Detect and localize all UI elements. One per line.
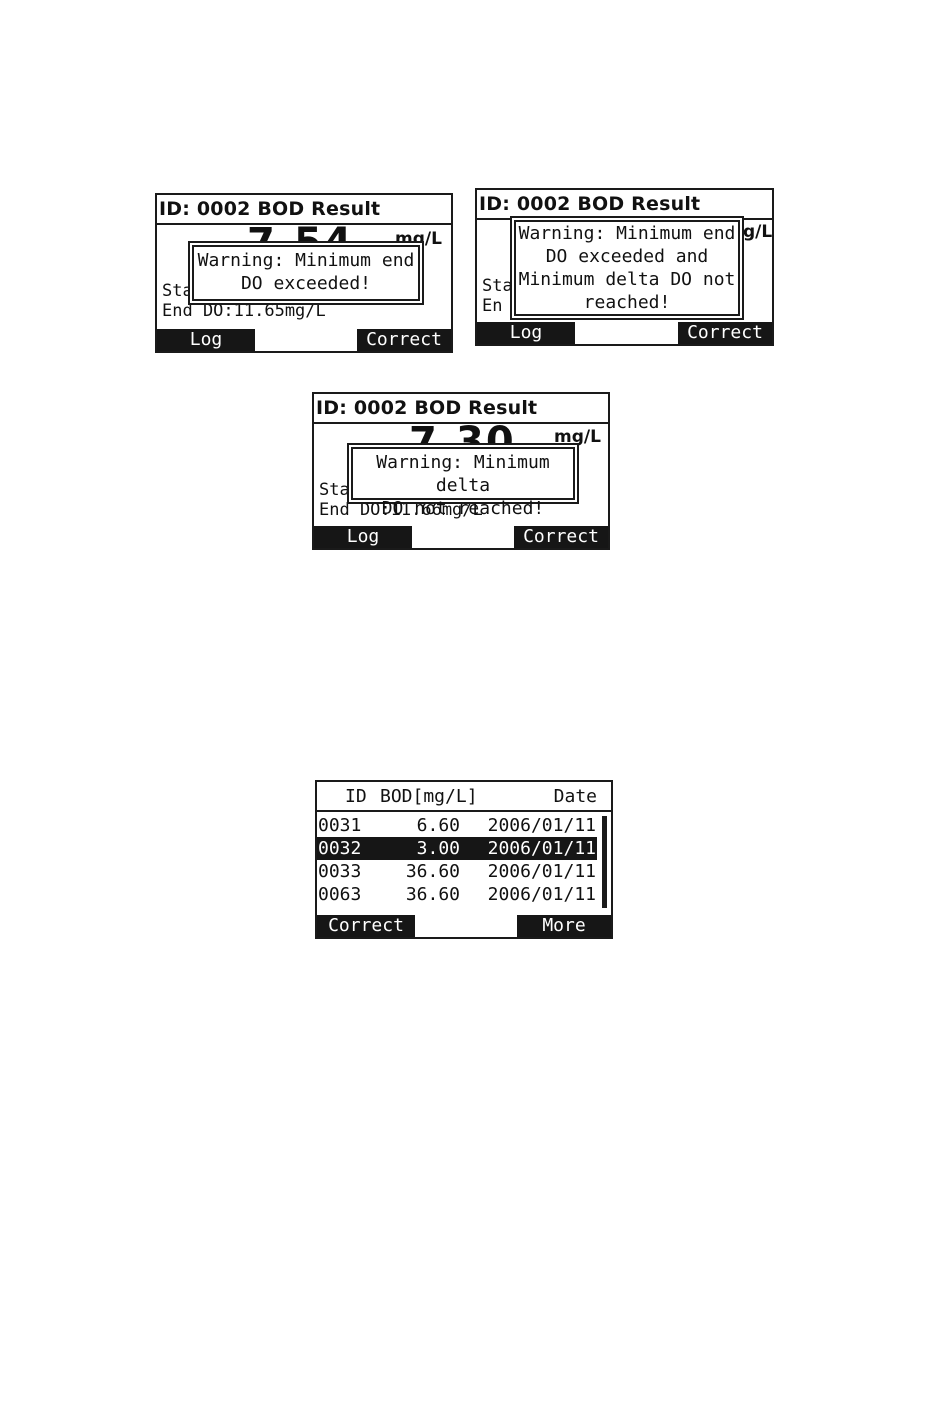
row-id: 0031 [318, 815, 362, 836]
log-softkey[interactable]: Log [314, 526, 412, 548]
column-header-date: Date [553, 786, 597, 807]
correct-softkey[interactable]: Correct [678, 322, 772, 344]
unit-label: mg/L [554, 427, 601, 447]
end-do-label: End DO:11.66mg/L [319, 500, 483, 520]
bod-log-screen: ID BOD[mg/L] Date 0031 6.60 2006/01/11 0… [315, 780, 613, 939]
log-softkey[interactable]: Log [157, 329, 255, 351]
scrollbar[interactable] [602, 816, 607, 908]
table-row[interactable]: 0032 3.00 2006/01/11 [317, 837, 597, 860]
bod-result-screen-1: ID: 0002 BOD Result 7.54 mg/L Sta End DO… [155, 193, 453, 353]
row-bod: 36.60 [405, 861, 460, 882]
warning-dialog: Warning: Minimum end DO exceeded! [188, 241, 424, 305]
row-date: 2006/01/11 [487, 815, 596, 836]
row-id: 0063 [318, 884, 362, 905]
screen-title: ID: 0002 BOD Result [157, 195, 451, 225]
unit-label: g/L [743, 222, 773, 242]
column-header-bod: BOD[mg/L] [380, 786, 478, 807]
start-do-label: Sta [319, 480, 350, 500]
column-header-id: ID [345, 786, 367, 807]
start-do-label: Sta [482, 276, 513, 296]
table-row[interactable]: 0063 36.60 2006/01/11 [317, 883, 597, 906]
table-row[interactable]: 0033 36.60 2006/01/11 [317, 860, 597, 883]
warning-dialog: Warning: Minimum end DO exceeded and Min… [510, 216, 744, 320]
row-bod: 3.00 [416, 838, 460, 859]
table-row[interactable]: 0031 6.60 2006/01/11 [317, 814, 597, 837]
table-header: ID BOD[mg/L] Date [317, 782, 611, 812]
row-bod: 6.60 [416, 815, 460, 836]
correct-softkey[interactable]: Correct [357, 329, 451, 351]
bod-result-screen-3: ID: 0002 BOD Result 7.30 mg/L Sta End DO… [312, 392, 610, 550]
correct-softkey[interactable]: Correct [514, 526, 608, 548]
warning-dialog: Warning: Minimum delta DO not reached! [347, 443, 579, 519]
screen-title: ID: 0002 BOD Result [314, 394, 608, 424]
row-date: 2006/01/11 [487, 861, 596, 882]
row-date: 2006/01/11 [487, 884, 596, 905]
end-do-label: End DO:11.65mg/L [162, 301, 326, 321]
end-do-label: En [482, 296, 503, 316]
row-date: 2006/01/11 [487, 838, 596, 859]
more-softkey[interactable]: More [517, 915, 611, 937]
start-do-label: Sta [162, 281, 193, 301]
correct-softkey[interactable]: Correct [317, 915, 415, 937]
bod-result-screen-2: ID: 0002 BOD Result g/L Sta En Log Corre… [475, 188, 774, 346]
row-id: 0032 [318, 838, 362, 859]
log-softkey[interactable]: Log [477, 322, 575, 344]
row-id: 0033 [318, 861, 362, 882]
row-bod: 36.60 [405, 884, 460, 905]
